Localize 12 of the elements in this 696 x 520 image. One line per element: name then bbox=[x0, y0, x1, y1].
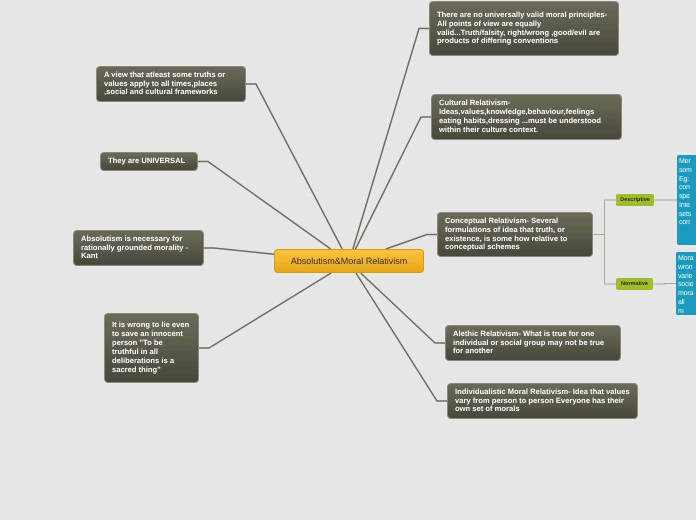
connector-line bbox=[352, 28, 429, 250]
connector-line bbox=[652, 283, 676, 284]
connector-line bbox=[204, 247, 274, 255]
connector-line bbox=[386, 234, 437, 250]
connector-line bbox=[592, 234, 616, 284]
connector-line bbox=[199, 272, 332, 349]
connector-line bbox=[246, 83, 343, 250]
central-topic: Absolutism&Moral Relativism bbox=[274, 249, 424, 273]
connector-line bbox=[355, 272, 447, 402]
connector-line bbox=[360, 272, 445, 344]
connector-line bbox=[354, 116, 431, 250]
connector-line bbox=[198, 160, 332, 250]
